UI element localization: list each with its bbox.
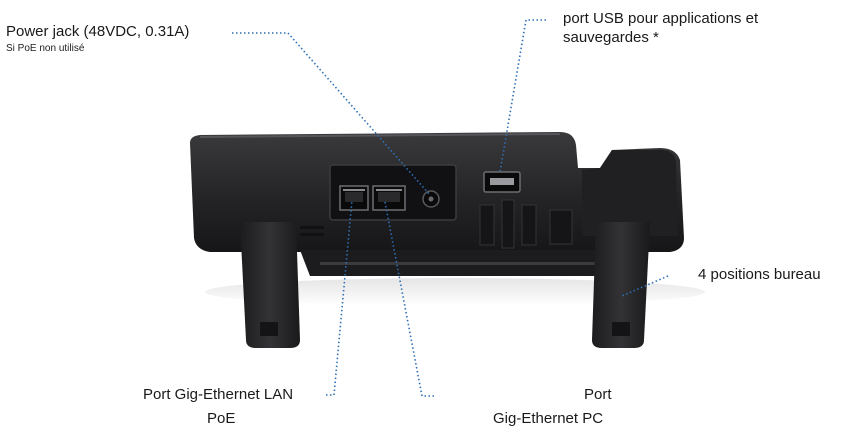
power-jack [422,190,440,208]
ethernet-pc-port [372,185,406,211]
leader-usb [499,19,546,173]
cable-guides [479,199,573,249]
power-jack-label: Power jack (48VDC, 0.31A) [6,23,190,40]
leader-pc [384,201,434,397]
usb-port [483,171,521,193]
left-stand-leg [240,222,300,348]
pc-label-line2: Gig-Ethernet PC [493,410,604,427]
base-ridge [320,262,620,265]
usb-label-line1: port USB pour applications et [563,10,759,27]
right-stand-leg [592,222,650,348]
lan-label-line1: Port Gig-Ethernet LAN [143,386,294,403]
leader-lan [326,199,353,396]
power-jack-note: Si PoE non utilisé [6,43,85,54]
floor-shadow [205,278,705,306]
leader-power-jack [232,32,431,196]
handset-cradle [582,150,678,236]
ethernet-lan-port [339,185,369,211]
leader-lines [232,19,669,397]
stand-label: 4 positions bureau [698,266,821,283]
body-top-edge [199,133,561,138]
lan-label-line2: PoE [207,410,236,427]
usb-label-line2: sauvegardes * [563,29,659,46]
leader-stand [621,275,669,297]
pc-label-line1: Port [584,386,612,403]
